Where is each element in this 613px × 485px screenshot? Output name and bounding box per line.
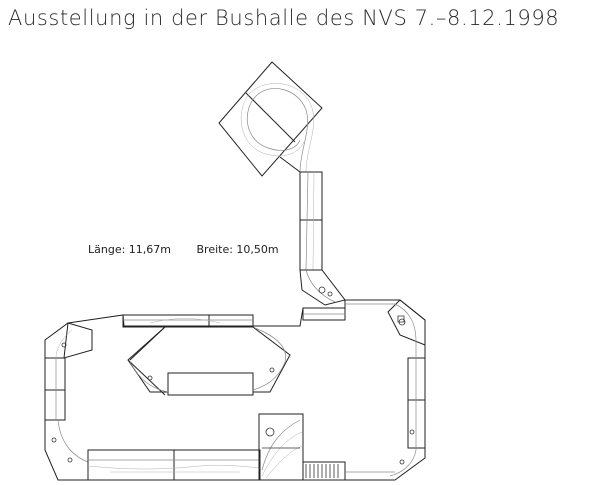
- vertical-connector-module: [299, 171, 323, 271]
- length-label: Länge: 11,67m: [88, 243, 171, 256]
- width-label: Breite: 10,50m: [196, 243, 279, 256]
- dimensions-label: Länge: 11,67m Breite: 10,50m: [88, 243, 279, 256]
- page-title: Ausstellung in der Bushalle des NVS 7.–8…: [8, 6, 560, 30]
- left-side-modules: [44, 322, 93, 463]
- bottom-straight-modules: [87, 449, 261, 481]
- return-loop-module: [218, 61, 323, 177]
- top-straight-modules: [122, 307, 346, 328]
- inner-station-area: [127, 326, 291, 396]
- yard-module: [258, 413, 304, 481]
- right-side-modules: [345, 299, 426, 477]
- engine-shed-module: [302, 461, 395, 481]
- diagonal-connector-module: [299, 269, 346, 306]
